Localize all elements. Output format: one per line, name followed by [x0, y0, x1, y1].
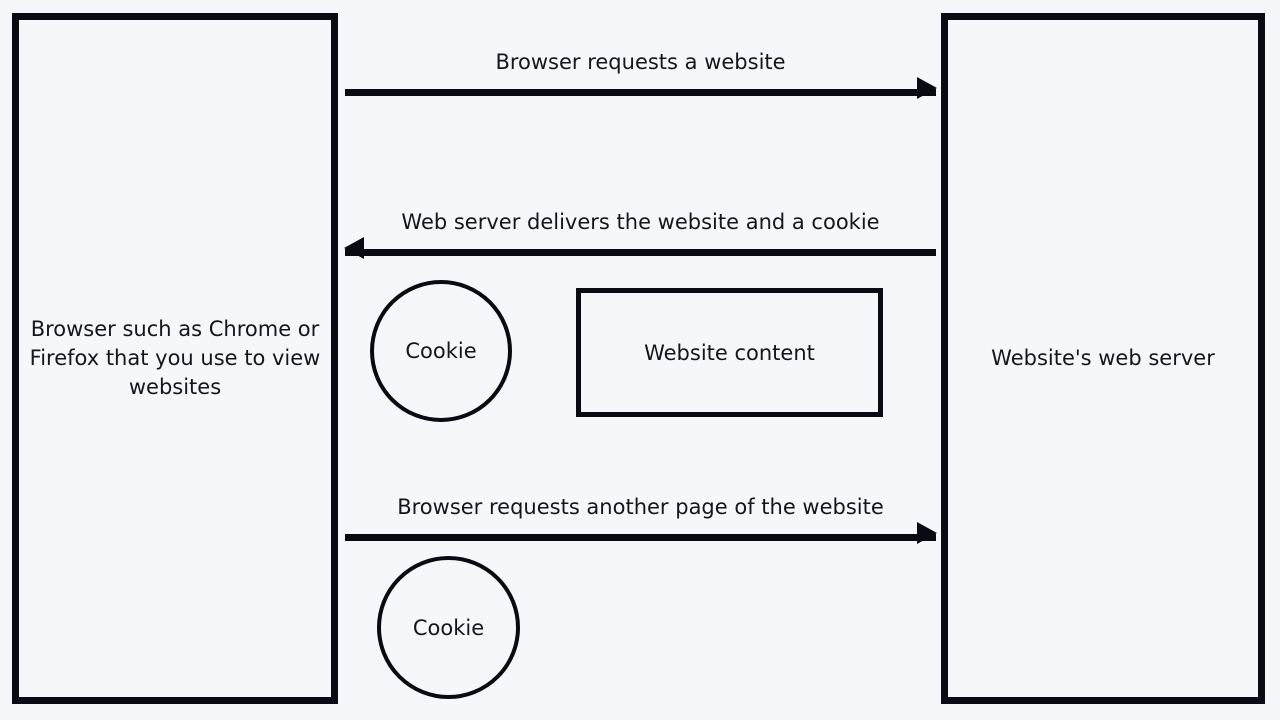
browser-box: Browser such as Chrome or Firefox that y…: [12, 13, 338, 704]
web-server-box: Website's web server: [941, 13, 1265, 704]
flow-server-delivers-website-and-cookie: Web server delivers the website and a co…: [344, 209, 936, 269]
flow-request-another-line: [345, 534, 936, 541]
flow-browser-requests-another-page: Browser requests another page of the web…: [345, 494, 937, 554]
arrow-right-icon: [917, 522, 937, 544]
flow-request-line: [345, 89, 936, 96]
website-content-box: Website content: [576, 288, 883, 417]
cookie-sent-back-label: Cookie: [412, 615, 485, 640]
flow-deliver-label: Web server delivers the website and a co…: [401, 210, 880, 234]
browser-box-label: Browser such as Chrome or Firefox that y…: [29, 317, 321, 399]
cookie-sent-back: Cookie: [377, 556, 520, 699]
web-server-box-label: Website's web server: [991, 346, 1215, 370]
flow-request-another-label: Browser requests another page of the web…: [397, 495, 884, 519]
website-content-label: Website content: [644, 340, 815, 365]
flow-request-label: Browser requests a website: [495, 50, 786, 74]
arrow-right-icon: [917, 77, 937, 99]
cookie-delivered: Cookie: [370, 280, 512, 422]
arrow-left-icon: [344, 237, 364, 259]
cookie-delivered-label: Cookie: [405, 339, 477, 363]
flow-deliver-line: [345, 249, 936, 256]
flow-browser-requests-website: Browser requests a website: [345, 49, 937, 109]
